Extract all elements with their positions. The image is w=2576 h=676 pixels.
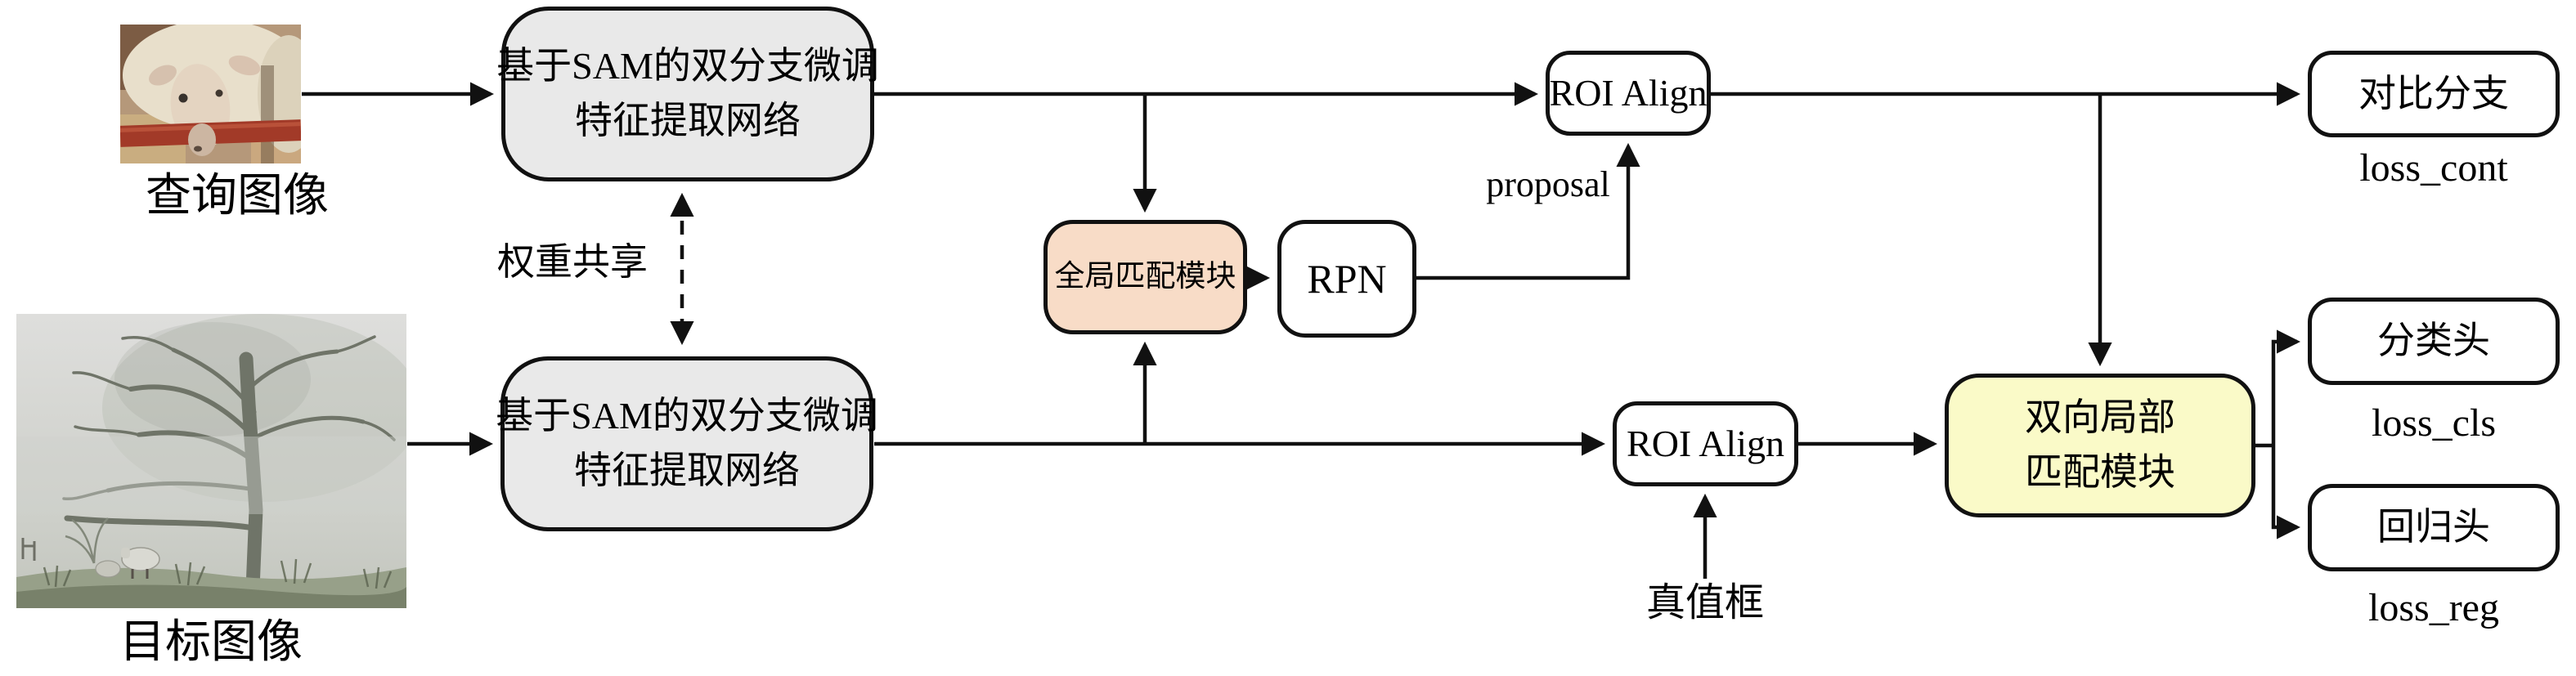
contrast-branch-label: 对比分支 — [2358, 72, 2509, 114]
rpn-box: RPN — [1277, 220, 1416, 338]
roi-align-target-box: ROI Align — [1613, 401, 1798, 486]
rpn-label: RPN — [1307, 255, 1387, 302]
regression-head-label: 回归头 — [2377, 506, 2490, 548]
target-image-label: 目标图像 — [119, 617, 303, 668]
roi-align-target-label: ROI Align — [1627, 422, 1784, 464]
backbone-target-line1: 基于SAM的双分支微调 — [496, 395, 878, 437]
classification-head-box: 分类头 — [2308, 298, 2560, 385]
regression-head-box: 回归头 — [2308, 484, 2560, 571]
target-image-photo — [16, 314, 406, 608]
bidirectional-matching-line1: 双向局部 — [2025, 396, 2175, 439]
query-image-photo — [120, 25, 301, 163]
bush — [65, 517, 109, 564]
backbone-target-box: 基于SAM的双分支微调 特征提取网络 — [496, 356, 878, 531]
backbone-target-line2: 特征提取网络 — [574, 450, 800, 491]
roi-align-query-label: ROI Align — [1549, 71, 1708, 114]
sheep-silhouettes — [95, 547, 160, 579]
proposal-label: proposal — [1486, 164, 1610, 204]
ground-truth-label: 真值框 — [1645, 581, 1764, 625]
grass-tufts — [43, 558, 393, 589]
tree — [62, 335, 396, 608]
global-matching-label: 全局匹配模块 — [1054, 260, 1236, 294]
classification-head-label: 分类头 — [2377, 320, 2490, 362]
contrast-branch-box: 对比分支 — [2308, 51, 2560, 137]
arrow-rpn-to-roi-top — [1416, 142, 1640, 280]
loss-cont-label: loss_cont — [2359, 146, 2508, 190]
backbone-query-line2: 特征提取网络 — [575, 100, 801, 141]
query-image-label: 查询图像 — [146, 171, 329, 222]
global-matching-box: 全局匹配模块 — [1043, 220, 1247, 334]
weight-sharing-label: 权重共享 — [497, 241, 648, 283]
backbone-query-box: 基于SAM的双分支微调 特征提取网络 — [496, 7, 879, 181]
loss-reg-label: loss_reg — [2368, 586, 2499, 629]
loss-cls-label: loss_cls — [2371, 401, 2496, 445]
bidirectional-matching-line2: 匹配模块 — [2025, 451, 2175, 493]
roi-align-query-box: ROI Align — [1546, 51, 1711, 136]
bidirectional-matching-box: 双向局部 匹配模块 — [1945, 374, 2255, 517]
backbone-query-line1: 基于SAM的双分支微调 — [496, 45, 879, 87]
arrow-split-to-heads — [2271, 329, 2301, 539]
